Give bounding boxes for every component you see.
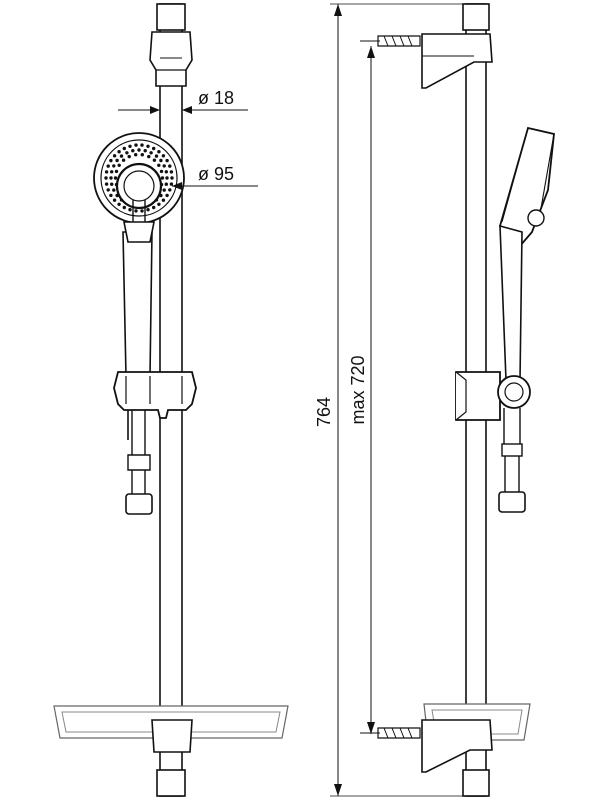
nozzle-dot [134, 143, 138, 147]
nozzle-dot [128, 144, 132, 148]
nozzle-dot [146, 144, 150, 148]
nozzle-dot [159, 158, 163, 163]
nozzle-dot [162, 188, 166, 192]
side-view [360, 3, 555, 797]
nozzle-dot [112, 164, 116, 168]
nozzle-dot [134, 153, 138, 157]
nozzle-dot [140, 209, 144, 213]
nozzle-dot [157, 202, 161, 206]
side-slider [455, 371, 531, 421]
fixing-distance-label: max 720 [348, 355, 368, 424]
nozzle-dot [119, 154, 124, 158]
nozzle-dot [159, 169, 164, 174]
rail-diameter-label: ø 18 [198, 88, 234, 108]
overall-height-label: 764 [314, 397, 334, 427]
nozzle-dot [157, 150, 161, 154]
head-diameter-label: ø 95 [198, 164, 234, 184]
nozzle-dot [157, 163, 161, 167]
nozzle-dot [110, 170, 114, 174]
nozzle-dot [152, 158, 157, 162]
nozzle-dot [147, 154, 151, 159]
nozzle-dot [112, 188, 116, 192]
nozzle-dot [104, 176, 108, 180]
nozzle-dot [152, 146, 156, 151]
nozzle-dot [109, 176, 113, 180]
nozzle-dot [117, 150, 121, 154]
nozzle-dot [160, 176, 165, 180]
height-dimensions: 764 max 720 [314, 3, 470, 797]
nozzle-dot [140, 143, 144, 147]
nozzle-dot [113, 176, 118, 180]
nozzle-dot [131, 149, 135, 153]
wall-screw-top-icon [360, 35, 421, 47]
nozzle-dot [169, 170, 174, 174]
nozzle-dot [117, 202, 121, 206]
nozzle-dot [140, 153, 144, 157]
nozzle-dot [137, 148, 141, 152]
nozzle-dot [117, 163, 121, 167]
nozzle-dot [168, 164, 172, 168]
side-top-bracket [360, 33, 493, 89]
nozzle-dot [109, 158, 113, 163]
wall-screw-bottom-icon [360, 727, 421, 739]
nozzle-dot [161, 198, 166, 202]
nozzle-dot [122, 146, 127, 151]
nozzle-dot [169, 182, 174, 186]
nozzle-dot [149, 151, 153, 155]
nozzle-dot [161, 154, 166, 158]
nozzle-dot [165, 176, 169, 180]
nozzle-dot [109, 193, 113, 198]
nozzle-dot [162, 164, 166, 168]
nozzle-dot [114, 169, 119, 174]
nozzle-dot [128, 208, 132, 212]
nozzle-dot [121, 158, 126, 162]
front-slider [113, 371, 197, 419]
nozzle-dot [112, 198, 117, 202]
side-shelf [360, 703, 531, 773]
nozzle-dot [122, 205, 127, 210]
nozzle-dot [104, 170, 109, 174]
nozzle-dot [112, 154, 117, 158]
nozzle-dot [164, 170, 168, 174]
nozzle-dot [115, 158, 119, 163]
nozzle-dot [165, 193, 169, 198]
nozzle-dot [146, 208, 150, 212]
front-top-bracket [149, 31, 193, 87]
nozzle-dot [106, 164, 110, 168]
nozzle-dot [164, 182, 168, 186]
side-handshower [498, 126, 555, 381]
front-handshower-handle [122, 231, 153, 377]
nozzle-dot [143, 149, 147, 153]
nozzle-dot [152, 205, 156, 210]
dimension-rail-diameter: ø 18 [118, 88, 248, 114]
front-shelf [53, 705, 289, 753]
front-shower-head [93, 132, 185, 243]
nozzle-dot [170, 176, 174, 180]
nozzle-dot [168, 188, 172, 192]
nozzle-dot [134, 209, 138, 213]
nozzle-dot [125, 151, 129, 155]
nozzle-dot [110, 182, 114, 186]
nozzle-dot [154, 154, 159, 158]
dimension-head-diameter: ø 95 [172, 164, 258, 190]
nozzle-dot [106, 188, 110, 192]
nozzle-dot [127, 154, 131, 159]
nozzle-dot [104, 182, 109, 186]
side-hose [498, 408, 526, 513]
front-view: ø 18 ø 95 [53, 3, 289, 797]
nozzle-dot [165, 158, 169, 163]
